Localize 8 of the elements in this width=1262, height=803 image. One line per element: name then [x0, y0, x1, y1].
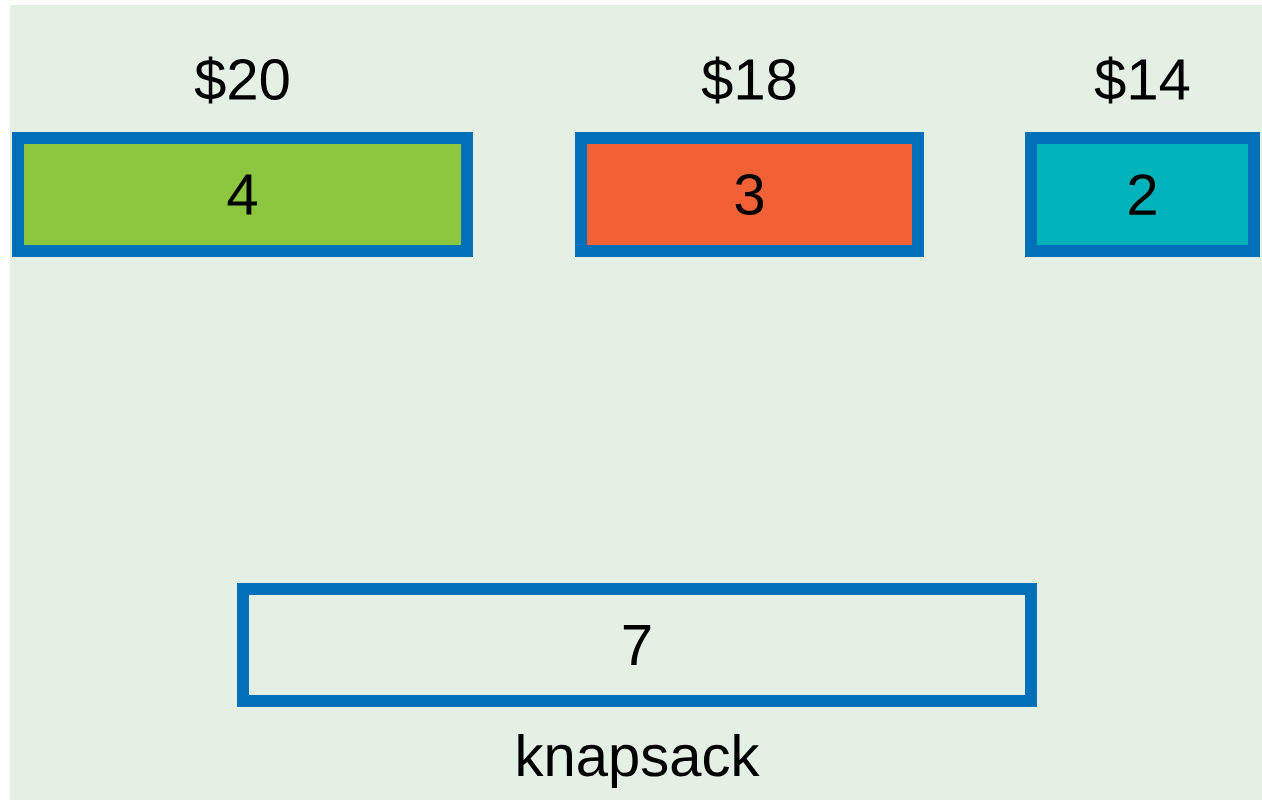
item-box: 4 [12, 132, 473, 257]
item-box: 2 [1025, 132, 1260, 257]
knapsack-box: 7 [237, 583, 1037, 707]
price-label: $20 [194, 56, 289, 104]
price-label: $18 [701, 56, 796, 104]
node-label: knapsack [518, 733, 760, 788]
price-label: $14 [1094, 56, 1190, 104]
item-box: 3 [575, 132, 924, 257]
